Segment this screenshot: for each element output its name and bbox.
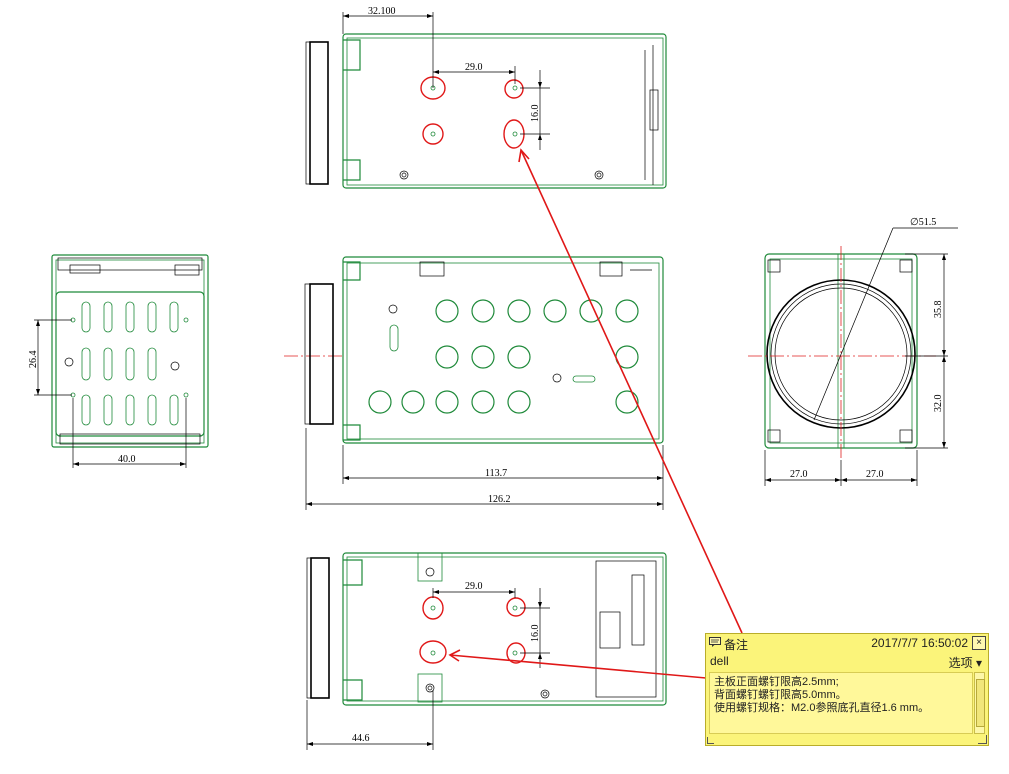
callout-arrows (448, 148, 743, 679)
dim-side-width: 40.0 (118, 454, 136, 465)
top-view: 32.100 29.0 16.0 (305, 6, 667, 189)
front-view: 113.7 126.2 (284, 256, 664, 510)
options-menu[interactable]: 选项 ▾ (948, 656, 982, 670)
note-text-area[interactable]: 主板正面螺钉限高2.5mm; 背面螺钉螺钉限高5.0mm。 使用螺钉规格：M2.… (709, 672, 973, 734)
annotation-popup[interactable]: 备注 2017/7/7 16:50:02 × dell 选项 ▾ 主板正面螺钉限… (705, 633, 989, 746)
note-datetime: 2017/7/7 16:50:02 (871, 636, 968, 650)
round-view: ∅51.5 35.8 32.0 27.0 27.0 (748, 217, 958, 486)
dim-inner-length: 113.7 (485, 468, 507, 479)
dim-round-upper: 35.8 (933, 301, 944, 319)
note-line: 主板正面螺钉限高2.5mm; (714, 676, 839, 688)
dim-side-height: 26.4 (28, 351, 39, 369)
dim-top-spacing: 29.0 (465, 62, 483, 73)
note-title: 备注 (724, 638, 749, 652)
dim-round-lower: 32.0 (933, 395, 944, 413)
dim-half-left: 27.0 (790, 469, 808, 480)
resize-grip[interactable] (978, 735, 987, 744)
note-header[interactable]: 备注 2017/7/7 16:50:02 × (708, 636, 986, 652)
bottom-view: 29.0 16.0 44.6 (306, 552, 667, 750)
scrollbar-thumb[interactable] (976, 679, 985, 727)
note-line: 背面螺钉螺钉限高5.0mm。 (714, 689, 847, 701)
dim-bottom-vertical: 16.0 (530, 625, 541, 643)
note-author: dell (710, 654, 729, 668)
close-button[interactable]: × (972, 636, 986, 650)
resize-grip-left[interactable] (707, 737, 714, 744)
note-line: 使用螺钉规格：M2.0参照底孔直径1.6 mm。 (714, 702, 930, 714)
dim-bottom-offset: 44.6 (352, 733, 370, 744)
note-scrollbar[interactable] (974, 672, 985, 734)
side-view: 26.4 40.0 (28, 254, 209, 468)
dim-total-length: 126.2 (488, 494, 511, 505)
dim-bottom-spacing: 29.0 (465, 581, 483, 592)
comment-icon (709, 637, 721, 647)
dim-top-vertical: 16.0 (530, 105, 541, 123)
dim-top-offset: 32.100 (368, 6, 396, 17)
dim-half-right: 27.0 (866, 469, 884, 480)
dim-diameter: ∅51.5 (910, 217, 936, 228)
